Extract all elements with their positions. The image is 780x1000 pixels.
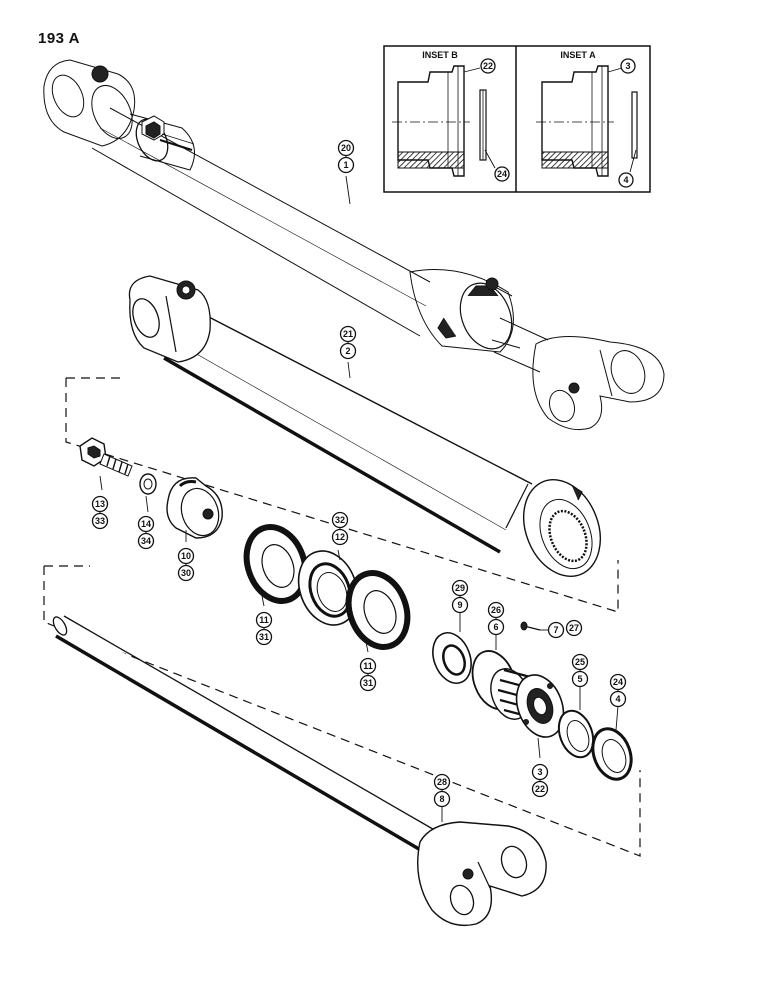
callout-number: 11 bbox=[259, 615, 269, 625]
callout-number: 32 bbox=[335, 515, 345, 525]
page-title: 193 A bbox=[38, 30, 80, 47]
seal-11-front bbox=[243, 524, 309, 604]
callout-number: 12 bbox=[335, 532, 345, 542]
callout-number: 24 bbox=[613, 677, 623, 687]
inset-b-callout-24: 24 bbox=[497, 169, 507, 179]
inset-a-label: INSET A bbox=[560, 50, 596, 60]
seal-11-rear bbox=[345, 570, 411, 650]
callout-number: 11 bbox=[363, 661, 373, 671]
callout-number: 29 bbox=[455, 583, 465, 593]
inset-b-gland-section bbox=[392, 65, 487, 177]
inset-a-callout-4: 4 bbox=[623, 175, 628, 185]
callout-number: 3 bbox=[537, 767, 542, 777]
callout-number: 4 bbox=[615, 694, 620, 704]
callout-circle bbox=[565, 619, 583, 637]
callout-number: 27 bbox=[569, 623, 579, 633]
callout-number: 9 bbox=[457, 600, 462, 610]
callout-number: 28 bbox=[437, 777, 447, 787]
inset-a-gland-section bbox=[536, 65, 638, 177]
gland-3 bbox=[490, 668, 565, 738]
callout-number: 2 bbox=[345, 346, 350, 356]
inset-b-label: INSET B bbox=[422, 50, 458, 60]
callout-number: 31 bbox=[259, 632, 269, 642]
piston-12 bbox=[297, 550, 359, 626]
callout-number: 20 bbox=[341, 143, 351, 153]
callout-circle bbox=[547, 621, 565, 639]
callout-number: 22 bbox=[535, 784, 545, 794]
callout-number: 33 bbox=[95, 516, 105, 526]
callout-number: 34 bbox=[141, 536, 151, 546]
callout-number: 5 bbox=[577, 674, 582, 684]
callout-number: 7 bbox=[553, 625, 558, 635]
washer bbox=[139, 473, 157, 495]
inset-a-callout-3: 3 bbox=[625, 61, 630, 71]
bolt bbox=[79, 437, 133, 477]
callout-number: 21 bbox=[343, 329, 353, 339]
callout-number: 31 bbox=[363, 678, 373, 688]
callout-number: 13 bbox=[95, 499, 105, 509]
callout-number: 26 bbox=[491, 605, 501, 615]
callout-number: 6 bbox=[493, 622, 498, 632]
piston-nut bbox=[166, 477, 223, 539]
insets-box: INSET B INSET A bbox=[383, 45, 651, 193]
wiper-9 bbox=[432, 632, 472, 684]
inset-callouts: 22 24 3 4 bbox=[480, 58, 636, 188]
assembled-cylinder-phantom bbox=[43, 59, 665, 431]
callout-number: 8 bbox=[439, 794, 444, 804]
callout-number: 14 bbox=[141, 519, 151, 529]
callout-number: 10 bbox=[181, 551, 191, 561]
callout-number: 25 bbox=[575, 657, 585, 667]
callout-number: 1 bbox=[343, 160, 348, 170]
screw-7 bbox=[520, 621, 541, 631]
cylinder-barrel bbox=[128, 275, 601, 577]
backup-ring-5 bbox=[557, 709, 595, 759]
piston-rod bbox=[52, 615, 547, 927]
callout-number: 30 bbox=[181, 568, 191, 578]
wiper-4 bbox=[591, 727, 633, 781]
inset-b-callout-22: 22 bbox=[483, 61, 493, 71]
